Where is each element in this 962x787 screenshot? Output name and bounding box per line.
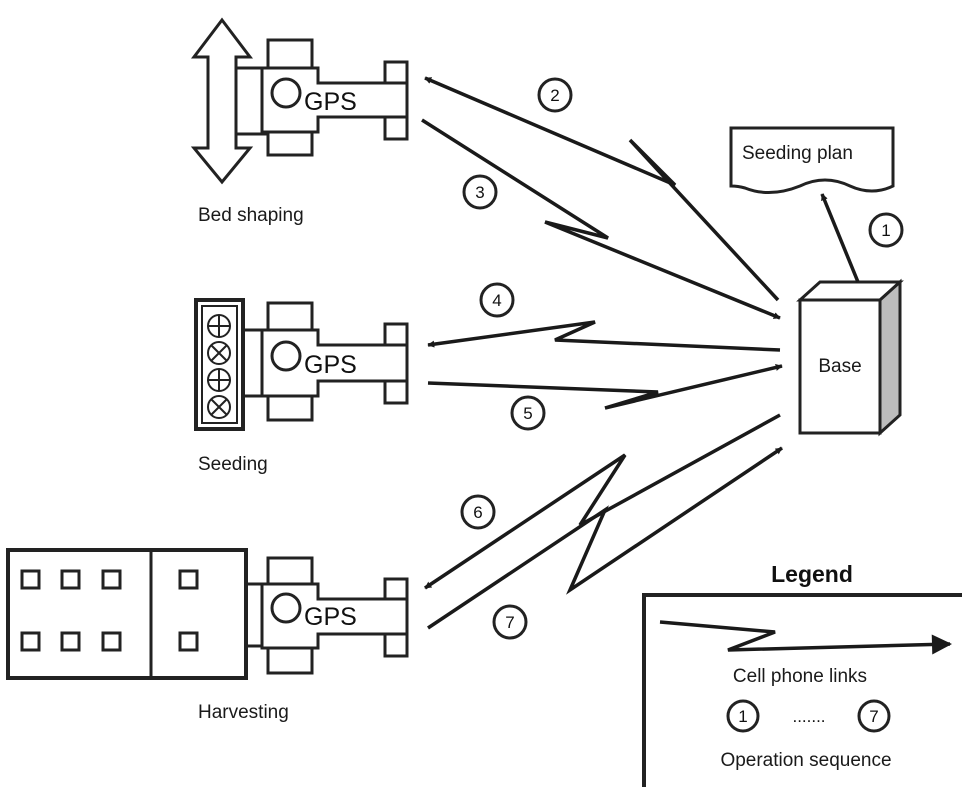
link-1-base-to-plan bbox=[822, 194, 858, 282]
link-7-harvesting-to-base bbox=[428, 448, 782, 628]
svg-text:5: 5 bbox=[523, 404, 532, 423]
legend-link-label: Cell phone links bbox=[733, 666, 867, 687]
legend: Legend Cell phone links 1 ....... 7 Oper… bbox=[644, 561, 962, 787]
svg-text:4: 4 bbox=[492, 291, 501, 310]
step-marker-1: 1 bbox=[870, 214, 902, 246]
step-marker-3: 3 bbox=[464, 176, 496, 208]
bed-shaping-vehicle: GPS Bed shaping bbox=[194, 20, 407, 226]
bed-shaping-label: Bed shaping bbox=[198, 205, 304, 226]
seeding-plan-label: Seeding plan bbox=[742, 143, 853, 164]
step-marker-5: 5 bbox=[512, 397, 544, 429]
base-label: Base bbox=[818, 356, 861, 377]
svg-text:3: 3 bbox=[475, 183, 484, 202]
step-marker-4: 4 bbox=[481, 284, 513, 316]
base-station: Base bbox=[800, 282, 900, 433]
legend-seq-end: 7 bbox=[869, 707, 878, 726]
legend-seq-label: Operation sequence bbox=[720, 750, 891, 771]
seeding-vehicle: GPS Seeding bbox=[196, 300, 407, 475]
gps-receiver-icon bbox=[272, 594, 300, 622]
gps-label: GPS bbox=[304, 603, 357, 631]
harvest-trailer bbox=[8, 550, 246, 678]
step-marker-6: 6 bbox=[462, 496, 494, 528]
gps-label: GPS bbox=[304, 351, 357, 379]
step-marker-2: 2 bbox=[539, 79, 571, 111]
gps-receiver-icon bbox=[272, 342, 300, 370]
harvesting-vehicle: GPS Harvesting bbox=[8, 550, 407, 723]
legend-title: Legend bbox=[771, 561, 853, 587]
seeding-plan-document: Seeding plan bbox=[731, 128, 893, 193]
svg-text:1: 1 bbox=[881, 221, 890, 240]
link-5-seeding-to-base bbox=[428, 366, 782, 408]
step-marker-7: 7 bbox=[494, 606, 526, 638]
link-3-bed-shaping-to-base bbox=[422, 120, 780, 318]
gps-label: GPS bbox=[304, 88, 357, 116]
svg-text:6: 6 bbox=[473, 503, 482, 522]
legend-seq-dots: ....... bbox=[792, 707, 825, 726]
harvesting-label: Harvesting bbox=[198, 702, 289, 723]
bed-shaper-implement bbox=[194, 20, 250, 182]
gps-receiver-icon bbox=[272, 79, 300, 107]
svg-text:2: 2 bbox=[550, 86, 559, 105]
link-4-base-to-seeding bbox=[428, 322, 780, 350]
svg-text:7: 7 bbox=[505, 613, 514, 632]
legend-seq-start: 1 bbox=[738, 707, 747, 726]
legend-link-sample bbox=[660, 622, 950, 650]
seeding-label: Seeding bbox=[198, 454, 268, 475]
